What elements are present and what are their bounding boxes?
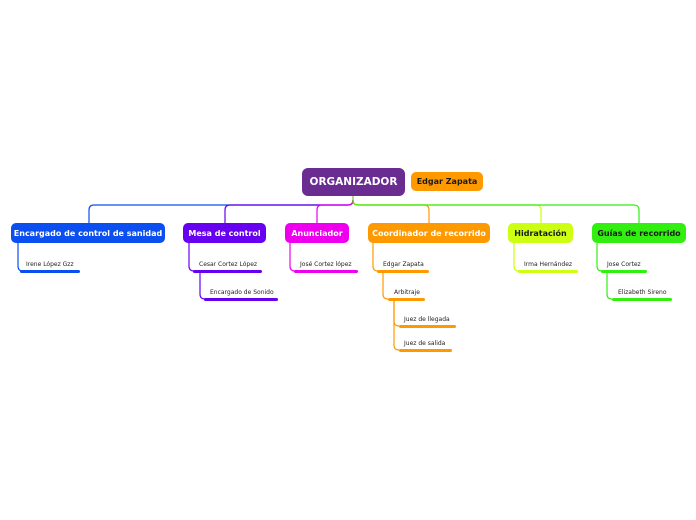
leaf-underline	[399, 325, 456, 328]
leaf-irene[interactable]: Irene López Gzz	[26, 261, 74, 268]
connector-hidratacion	[352, 199, 542, 223]
leaf-arbitraje[interactable]: Arbitraje	[394, 289, 420, 296]
leaf-underline	[20, 270, 80, 273]
branch-anunciador[interactable]: Anunciador	[285, 223, 349, 243]
leaf-juez-salida[interactable]: Juez de salida	[404, 340, 446, 347]
connector-mesa	[224, 199, 354, 223]
branch-guias[interactable]: Guías de recorrido	[592, 223, 686, 243]
leaf-jose-cortez[interactable]: Jose Cortez	[607, 261, 641, 268]
leaf-cesar[interactable]: Cesar Cortez López	[199, 261, 258, 268]
leaf-jose-cortez-lopez[interactable]: José Cortez lópez	[300, 261, 352, 268]
branch-mesa-control[interactable]: Mesa de control	[183, 223, 266, 243]
leaf-elizabeth[interactable]: Elizabeth Sireno	[618, 289, 667, 296]
floating-topic[interactable]: Edgar Zapata	[411, 172, 483, 191]
leaf-underline	[399, 349, 452, 352]
connector-anunciador	[316, 199, 354, 223]
leaf-underline	[294, 270, 358, 273]
connector-sanidad	[88, 199, 354, 223]
leaf-underline	[388, 298, 425, 301]
connector-guias	[352, 199, 640, 223]
leaf-underline	[377, 270, 429, 273]
branch-sanidad[interactable]: Encargado de control de sanidad	[11, 223, 165, 243]
leaf-edgar-zapata[interactable]: Edgar Zapata	[383, 261, 424, 268]
leaf-encargado-sonido[interactable]: Encargado de Sonido	[210, 289, 274, 296]
leaf-underline	[518, 270, 578, 273]
root-topic[interactable]: ORGANIZADOR	[302, 168, 405, 196]
leaf-underline	[204, 298, 278, 301]
leaf-underline	[601, 270, 647, 273]
leaf-underline	[193, 270, 262, 273]
leaf-irma[interactable]: Irma Hernández	[524, 261, 573, 268]
leaf-underline	[612, 298, 672, 301]
connector-coordinador	[352, 199, 430, 223]
branch-coordinador[interactable]: Coordinador de recorrido	[368, 223, 490, 243]
leaf-juez-llegada[interactable]: Juez de llegada	[404, 316, 450, 323]
branch-hidratacion[interactable]: Hidratación	[508, 223, 573, 243]
